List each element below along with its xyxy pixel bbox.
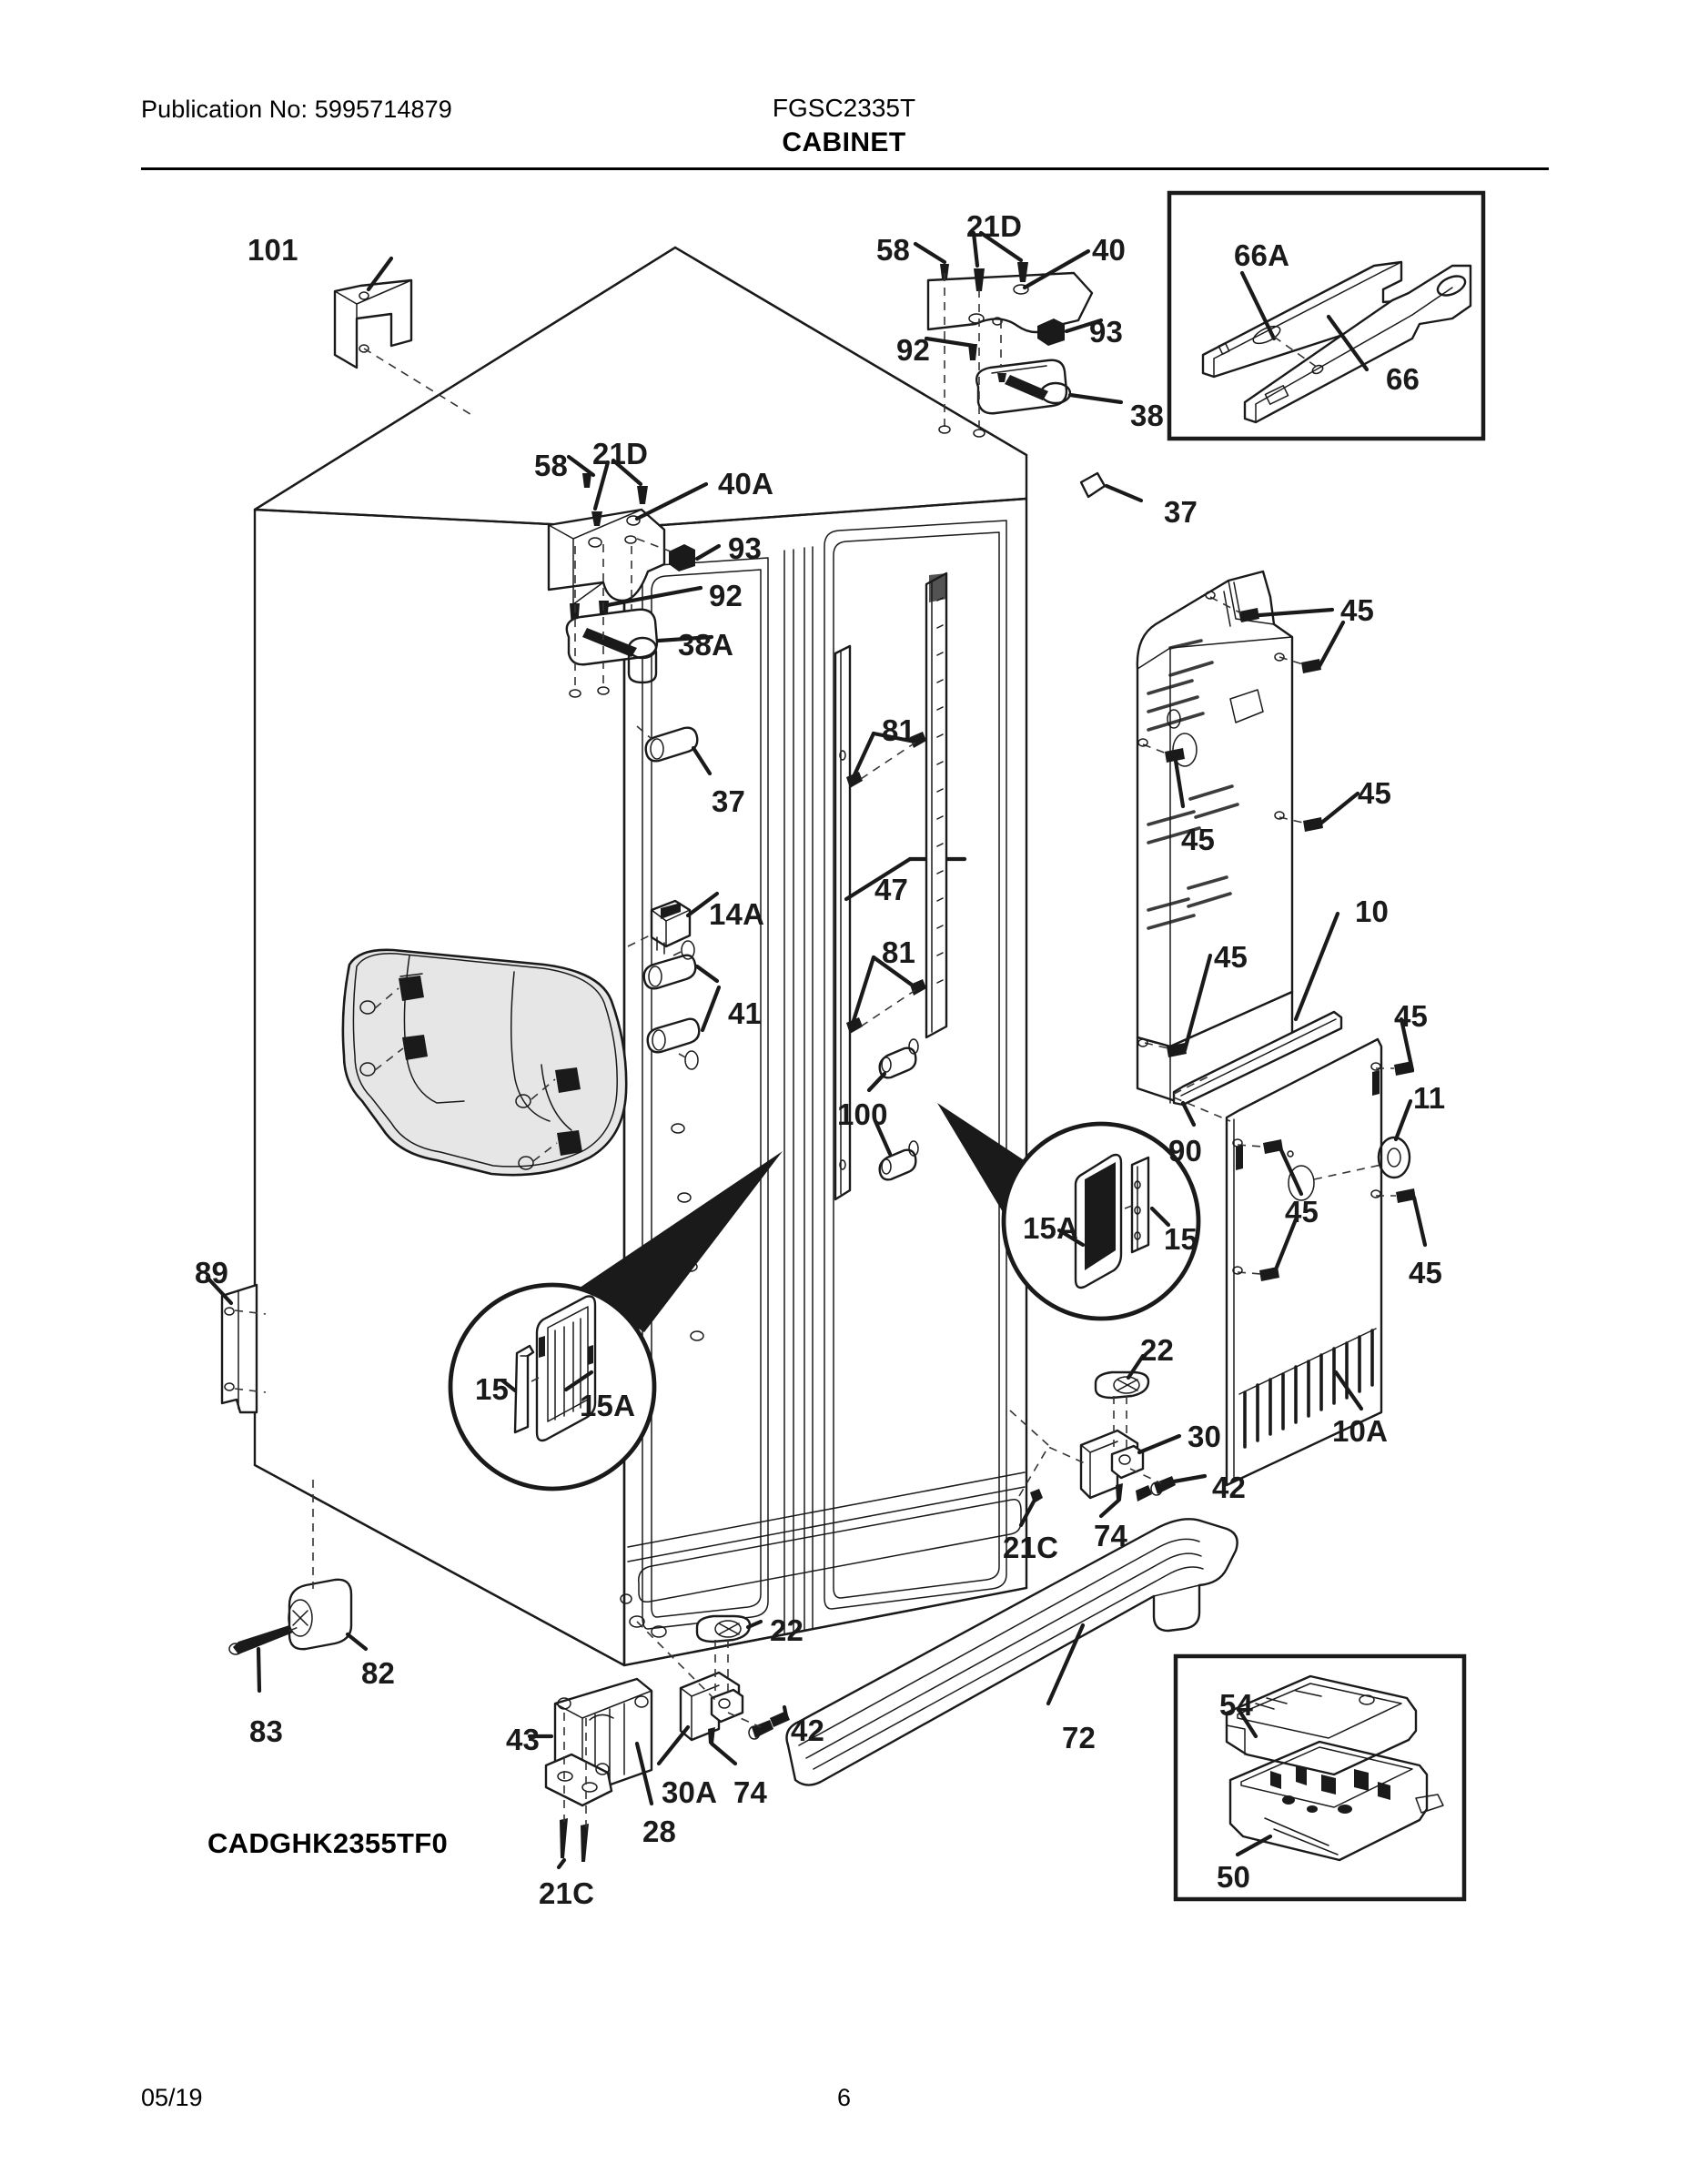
callout-15-right: 15 (1164, 1222, 1198, 1256)
callout-50: 50 (1217, 1860, 1251, 1894)
callout-58-top: 58 (876, 233, 911, 267)
callout-15A-left: 15A (580, 1389, 636, 1422)
callout-81-a: 81 (882, 713, 916, 747)
callout-43: 43 (506, 1723, 541, 1756)
part-10-cover (1136, 570, 1360, 1105)
callout-74-bottom: 74 (733, 1775, 768, 1809)
callout-58-left: 58 (534, 449, 569, 482)
model-code: CADGHK2355TF0 (207, 1827, 449, 1859)
part-group-30-right (1009, 1353, 1208, 1528)
callout-14A: 14A (709, 897, 765, 931)
part-89-bracket (205, 1275, 267, 1414)
callout-22-right: 22 (1140, 1333, 1175, 1367)
callout-93-left: 93 (728, 531, 763, 565)
publication-number: Publication No: 5995714879 (141, 96, 452, 123)
callout-28: 28 (642, 1815, 677, 1848)
part-group-30A-bottom (636, 1614, 790, 1766)
callout-45-a: 45 (1340, 593, 1375, 627)
callout-101: 101 (248, 233, 298, 267)
callout-37-top: 37 (1164, 495, 1198, 529)
part-43-assembly (527, 1677, 654, 1870)
model-number: FGSC2335T (772, 94, 916, 122)
callout-30: 30 (1188, 1420, 1222, 1453)
inset-rail-box (1167, 190, 1486, 441)
part-101-bracket (333, 256, 474, 417)
callout-74-right: 74 (1094, 1519, 1128, 1552)
callout-82: 82 (361, 1656, 396, 1690)
callout-92-top: 92 (896, 333, 931, 367)
callout-81-b: 81 (882, 935, 916, 969)
callout-45-e: 45 (1394, 999, 1429, 1033)
callout-15-left: 15 (475, 1372, 510, 1406)
part-37-bushing-left (636, 725, 713, 776)
callout-45-d: 45 (1214, 940, 1248, 974)
part-37-bushing-top (1079, 471, 1144, 503)
part-14A-switch (627, 891, 720, 955)
detail-circle-left (448, 1151, 783, 1491)
callout-54: 54 (1219, 1688, 1254, 1722)
callout-92-left: 92 (709, 579, 743, 612)
callout-21D-top: 21D (966, 209, 1023, 243)
callout-47: 47 (874, 873, 909, 906)
part-82-roller (288, 1480, 369, 1652)
footer-date: 05/19 (141, 2084, 203, 2111)
callout-90: 90 (1168, 1134, 1203, 1168)
callout-72: 72 (1062, 1721, 1097, 1754)
callout-21C-right: 21C (1003, 1531, 1059, 1564)
callout-22-bottom: 22 (770, 1613, 804, 1647)
callout-89: 89 (195, 1256, 229, 1289)
callout-100: 100 (837, 1097, 888, 1131)
callout-66A: 66A (1234, 238, 1290, 272)
callout-38: 38 (1130, 399, 1165, 432)
callout-21D-left: 21D (592, 437, 649, 470)
page-title: CABINET (782, 127, 906, 157)
part-90-rail (1172, 1010, 1343, 1127)
callout-40A: 40A (718, 467, 774, 500)
callout-21C-bottom: 21C (539, 1876, 595, 1910)
callout-10A: 10A (1332, 1414, 1389, 1448)
part-41-bushings (642, 940, 722, 1070)
callout-42-right: 42 (1212, 1471, 1247, 1504)
part-47-ladder-right (925, 571, 948, 1039)
callout-38A: 38A (678, 628, 734, 662)
callout-83: 83 (249, 1714, 284, 1748)
callout-42-bottom: 42 (791, 1714, 825, 1747)
callout-41: 41 (728, 996, 763, 1030)
callout-15A-right: 15A (1023, 1211, 1079, 1245)
callout-37-left: 37 (712, 784, 746, 818)
header-divider (141, 167, 1549, 170)
part-83-pin (228, 1625, 299, 1694)
callout-11: 11 (1413, 1081, 1446, 1115)
callout-45-f: 45 (1285, 1195, 1319, 1228)
callout-66: 66 (1386, 362, 1420, 396)
footer-page-number: 6 (836, 2084, 852, 2111)
callout-40: 40 (1092, 233, 1127, 267)
callout-30A: 30A (662, 1775, 718, 1809)
callout-10: 10 (1355, 895, 1390, 928)
callout-93-top: 93 (1089, 315, 1124, 349)
callout-45-g: 45 (1409, 1256, 1443, 1289)
callout-45-b: 45 (1358, 776, 1392, 810)
part-gasket-cover (341, 948, 628, 1177)
callout-45-c: 45 (1181, 823, 1216, 856)
